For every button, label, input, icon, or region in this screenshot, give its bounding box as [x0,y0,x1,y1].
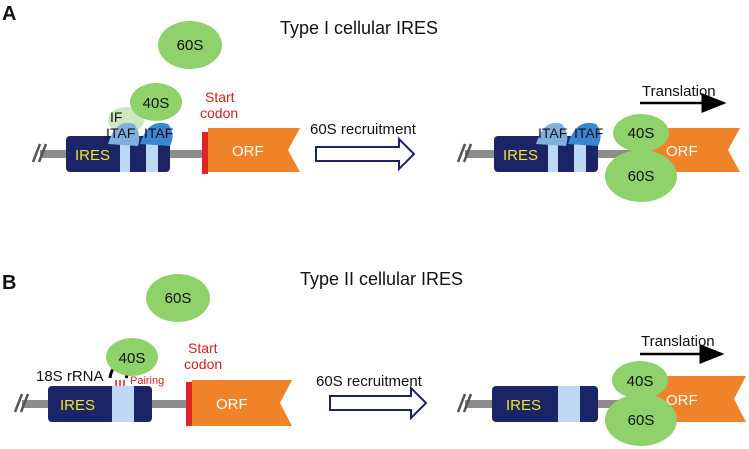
itaf-protein [536,122,568,146]
recruitment-arrow [329,385,428,421]
60s-subunit [605,394,677,446]
panel-a: A Type I cellular IRES 60S IRES IF ITAF … [2,3,740,202]
panel-a-letter: A [2,3,16,25]
free-60s-label: 60S [177,37,204,54]
40s-label: 40S [628,125,655,142]
mrna-break-mark [31,143,48,163]
translation-label: Translation [641,333,715,350]
itaf-protein [108,122,140,146]
translation-label: Translation [642,83,716,100]
40s-subunit [106,338,158,376]
recruitment-label: 60S recruitment [316,373,423,390]
40s-label: 40S [627,373,654,390]
ires-label: IRES [506,397,541,414]
orf-label: ORF [666,392,698,409]
pairing-marks [115,380,125,386]
40s-label: 40S [119,350,146,367]
free-60s-label: 60S [165,290,192,307]
pairing-label: Pairing [130,375,164,387]
itaf-label: ITAF [144,125,173,141]
40s-subunit [130,83,182,121]
ires-band [120,136,130,172]
orf-region [208,128,300,172]
orf-label: ORF [666,143,698,160]
recruitment-arrow [315,136,416,172]
start-codon-label: Start [188,340,218,356]
mrna-break-mark [456,143,473,163]
free-60s-subunit [158,21,222,69]
orf-label: ORF [232,143,264,160]
if-label: IF [110,109,122,125]
start-codon [202,132,208,174]
60s-label: 60S [628,412,655,429]
mrna-break-mark [13,393,30,413]
ires-element [494,136,598,172]
itaf-protein [140,122,173,146]
mrna-break-mark [456,393,473,413]
ires-band [112,386,134,422]
orf-label: ORF [216,396,248,413]
itaf-label: ITAF [106,125,135,141]
rrna-label: 18S rRNA [36,368,104,385]
ires-band [558,386,580,422]
ires-label: IRES [503,147,538,164]
panel-b-title: Type II cellular IRES [300,269,463,289]
orf-region [192,380,292,426]
itaf-label: ITAF [574,125,603,141]
ires-label: IRES [60,397,95,414]
40s-subunit [613,114,669,152]
itaf-label: ITAF [538,125,567,141]
start-codon-label: codon [184,356,222,372]
recruitment-label: 60S recruitment [310,121,417,138]
free-60s-subunit [146,274,210,322]
60s-subunit [605,150,677,202]
40s-subunit [612,361,668,399]
panel-b: B Type II cellular IRES 60S IRES Pairing… [2,269,746,446]
40s-label: 40S [143,95,170,112]
start-codon-label: codon [200,105,238,121]
ires-label: IRES [75,147,110,164]
60s-label: 60S [628,168,655,185]
start-codon-label: Start [205,89,235,105]
panel-b-letter: B [2,272,16,294]
itaf-protein [568,122,601,146]
start-codon [186,382,192,426]
panel-a-title: Type I cellular IRES [280,18,438,38]
ires-element [66,136,170,172]
ires-band [548,136,558,172]
